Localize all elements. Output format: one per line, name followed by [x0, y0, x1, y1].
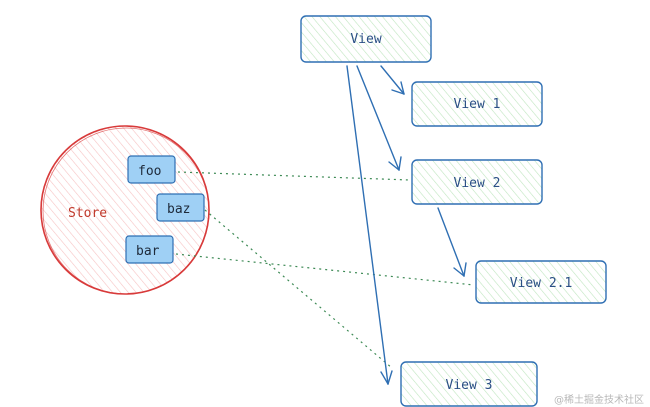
view-node-view1: View 1	[411, 81, 543, 127]
dotted-line-baz-view3	[204, 209, 393, 369]
view-node-view21: View 2.1	[475, 260, 607, 304]
state-item-bar: bar	[125, 235, 174, 264]
view21-label: View 2.1	[510, 276, 573, 291]
arrow-view2-to-view21	[437, 207, 467, 277]
view1-label: View 1	[454, 97, 501, 112]
dotted-line-foo-view2	[177, 171, 411, 181]
view3-label: View 3	[446, 378, 493, 393]
dotted-line-bar-view21	[175, 253, 475, 286]
state-item-foo-label: foo	[138, 164, 161, 179]
view-label: View	[350, 32, 381, 47]
store-label: Store	[68, 206, 107, 221]
state-item-baz-label: baz	[167, 202, 190, 217]
state-item-foo: foo	[127, 155, 176, 184]
view2-label: View 2	[454, 176, 501, 191]
arrow-view-to-view3	[346, 65, 393, 385]
view-node-view2: View 2	[411, 159, 543, 205]
view-node-view3: View 3	[400, 361, 538, 407]
arrow-view-to-view1	[380, 65, 405, 95]
state-item-bar-label: bar	[136, 244, 160, 259]
watermark: @稀土掘金技术社区	[554, 395, 644, 406]
state-item-baz: baz	[156, 193, 205, 222]
arrow-view-to-view2	[356, 65, 402, 171]
view-node-view: View	[300, 15, 432, 63]
arrows	[346, 65, 467, 385]
dependency-lines	[175, 171, 475, 369]
